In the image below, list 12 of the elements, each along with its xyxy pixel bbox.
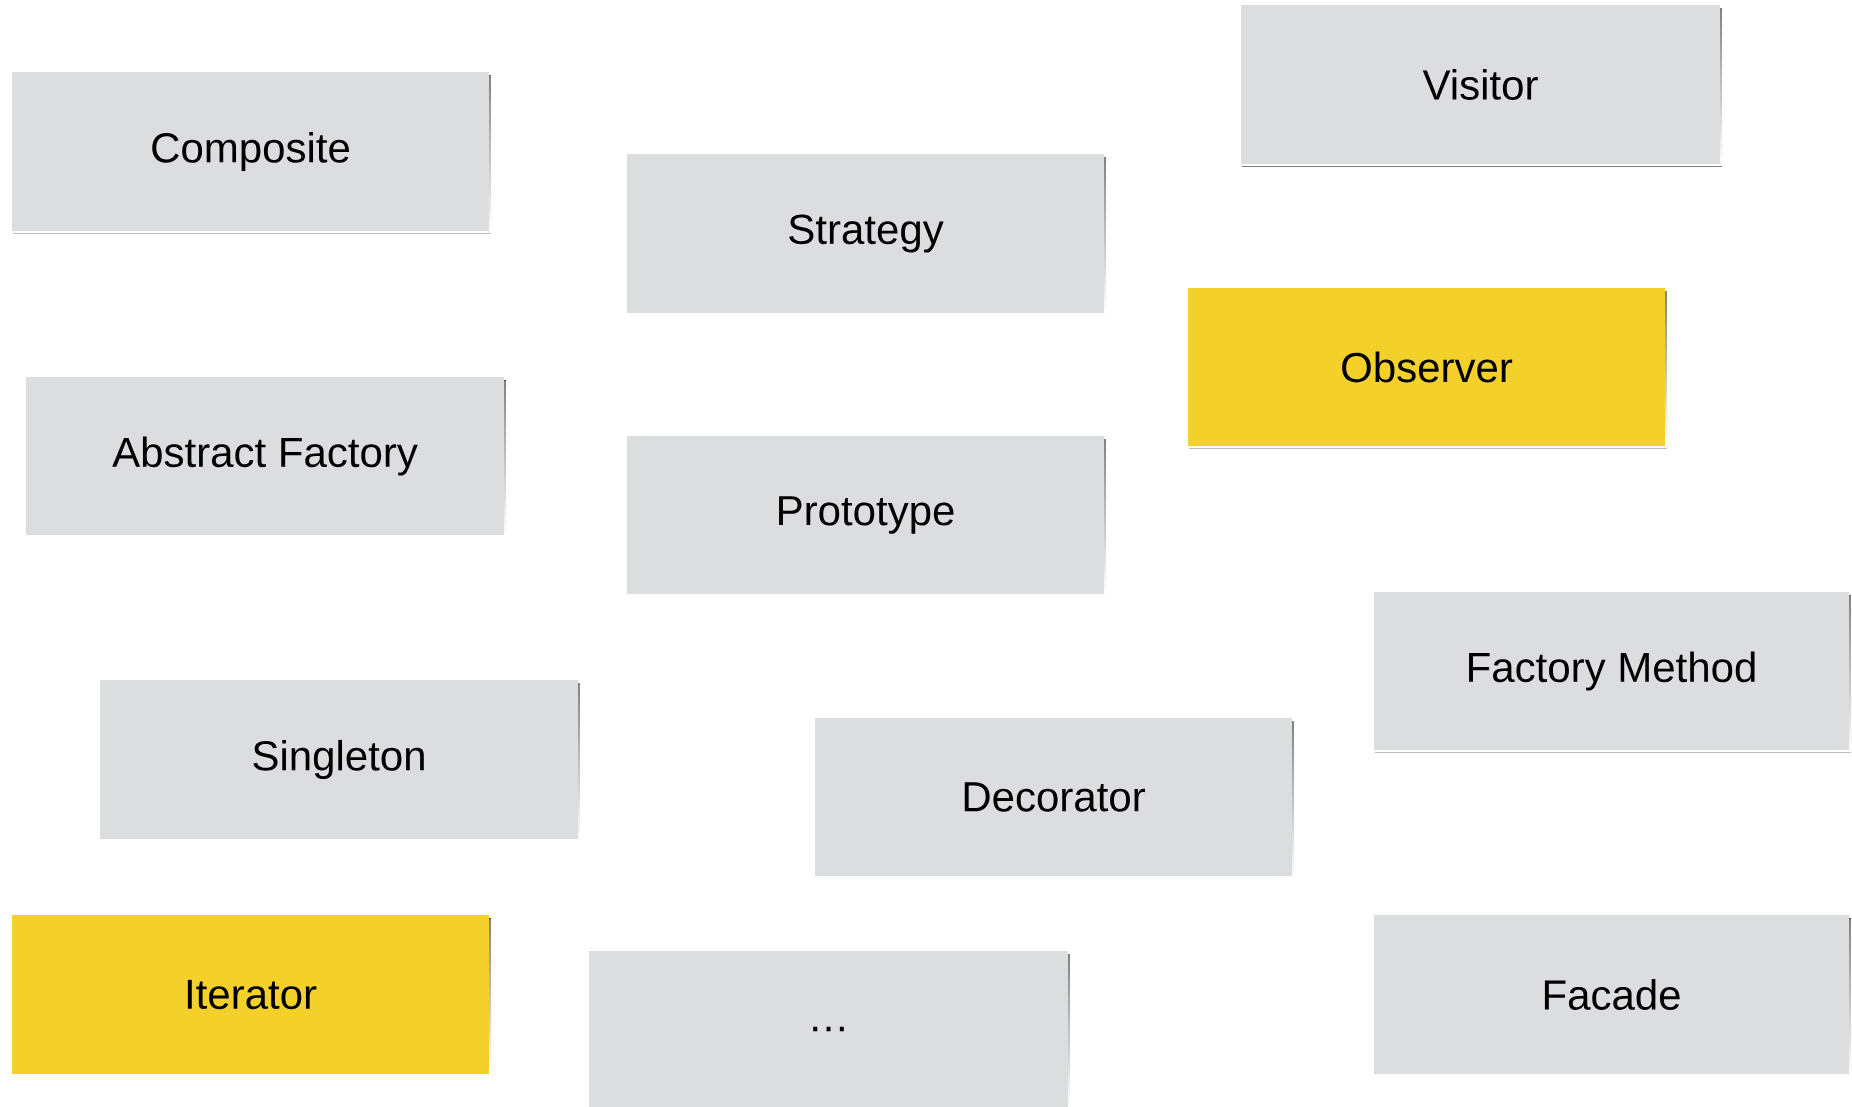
pattern-box: Strategy [627,154,1106,316]
pattern-box: Prototype [627,436,1106,597]
highlighted-box: Iterator [12,915,491,1077]
pattern-box: Factory Method [1374,592,1851,753]
pattern-box: Facade [1374,915,1851,1077]
pattern-box: … [589,951,1070,1107]
pattern-box: Singleton [100,680,580,842]
pattern-box: Visitor [1241,5,1722,167]
pattern-box: Composite [12,72,491,234]
highlighted-box: Observer [1188,288,1667,449]
pattern-box: Abstract Factory [26,377,506,538]
pattern-box: Decorator [815,718,1294,879]
